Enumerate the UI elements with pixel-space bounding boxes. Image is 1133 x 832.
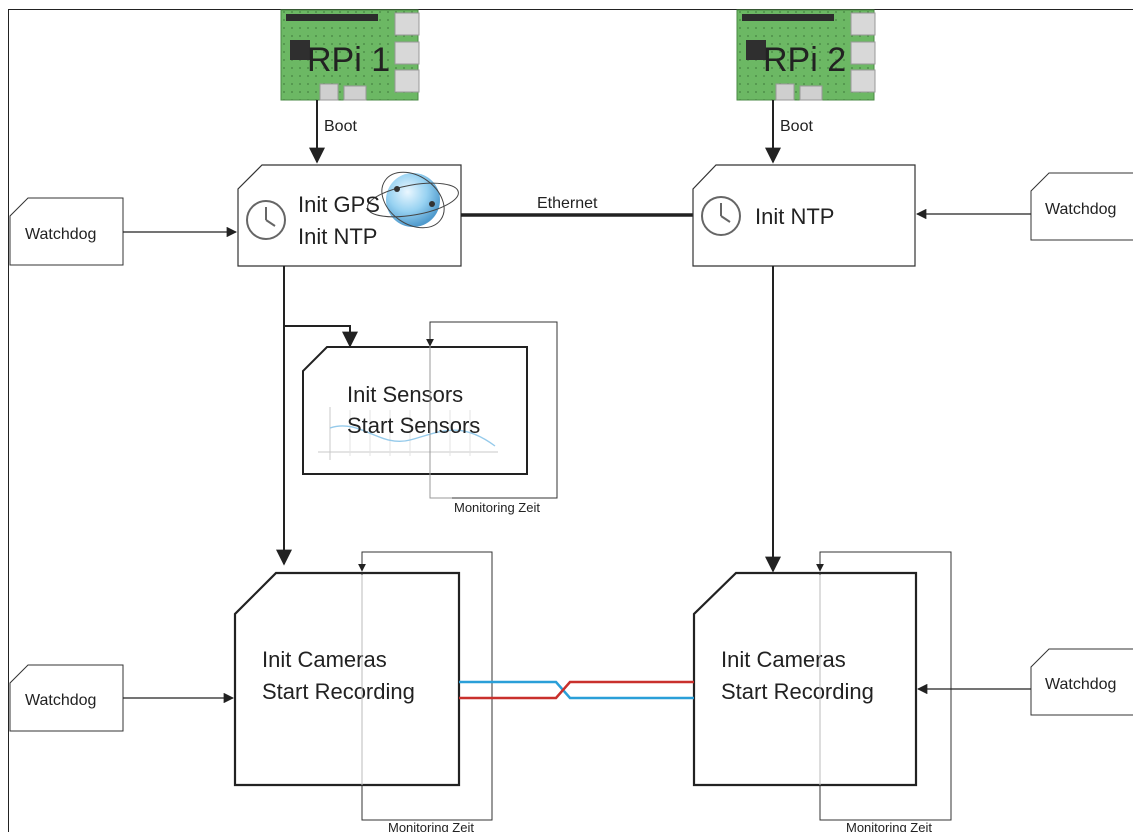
node-sensors: Init Sensors Start Sensors	[302, 346, 528, 475]
cameras-left-monitor-label: Monitoring Zeit	[388, 820, 474, 832]
rpi1-board: RPi 1	[280, 9, 420, 101]
gpio-header-icon	[742, 14, 834, 21]
clock-icon	[246, 200, 286, 240]
watchdog-top-right-label: Watchdog	[1045, 201, 1116, 218]
sensors-branch-arrow	[284, 325, 358, 348]
sensors-line2: Start Sensors	[347, 413, 480, 438]
watchdog-bottom-right: Watchdog	[1030, 648, 1133, 716]
sensors-monitor-loop	[426, 321, 558, 499]
rpi2-label: RPi 2	[763, 41, 846, 79]
diagram-frame	[8, 9, 1133, 832]
sensors-monitor-label: Monitoring Zeit	[454, 500, 540, 515]
sensor-graph-icon	[318, 407, 498, 460]
sensors-monitor-line	[429, 346, 452, 499]
gpio-header-icon	[286, 14, 378, 21]
ethernet-label: Ethernet	[537, 195, 598, 212]
cameras-left-line2: Start Recording	[262, 679, 415, 704]
init-ntp-label: Init NTP	[755, 204, 834, 229]
node-init-ntp: Init NTP	[692, 164, 916, 267]
cameras-right-line1: Init Cameras	[721, 647, 846, 672]
cameras-right-monitor-label: Monitoring Zeit	[846, 820, 932, 832]
rpi2-boot-label: Boot	[780, 118, 813, 135]
node-init-gps: Init GPS Init NTP	[237, 164, 462, 267]
watchdog-top-left-label: Watchdog	[25, 226, 96, 243]
rpi1-label: RPi 1	[307, 41, 390, 79]
watchdog-bottom-left-label: Watchdog	[25, 692, 96, 709]
watchdog-bottom-left: Watchdog	[9, 664, 124, 732]
rpi2-board: RPi 2	[736, 9, 876, 101]
camera-link-blue	[459, 680, 694, 700]
camera-link-red	[459, 680, 694, 700]
gps-globe-icon	[367, 171, 459, 229]
node-cameras-left: Init Cameras Start Recording	[233, 571, 461, 787]
init-gps-line1: Init GPS	[298, 192, 380, 217]
watchdog-top-left: Watchdog	[9, 197, 124, 266]
watchdog-bottom-right-label: Watchdog	[1045, 676, 1116, 693]
cameras-left-line1: Init Cameras	[262, 647, 387, 672]
node-cameras-right: Init Cameras Start Recording	[692, 571, 918, 787]
watchdog-top-right: Watchdog	[1030, 172, 1133, 241]
rpi1-boot-label: Boot	[324, 118, 357, 135]
init-gps-line2: Init NTP	[298, 224, 377, 249]
clock-icon	[701, 196, 741, 236]
cameras-right-line2: Start Recording	[721, 679, 874, 704]
sensors-line1: Init Sensors	[347, 382, 463, 407]
